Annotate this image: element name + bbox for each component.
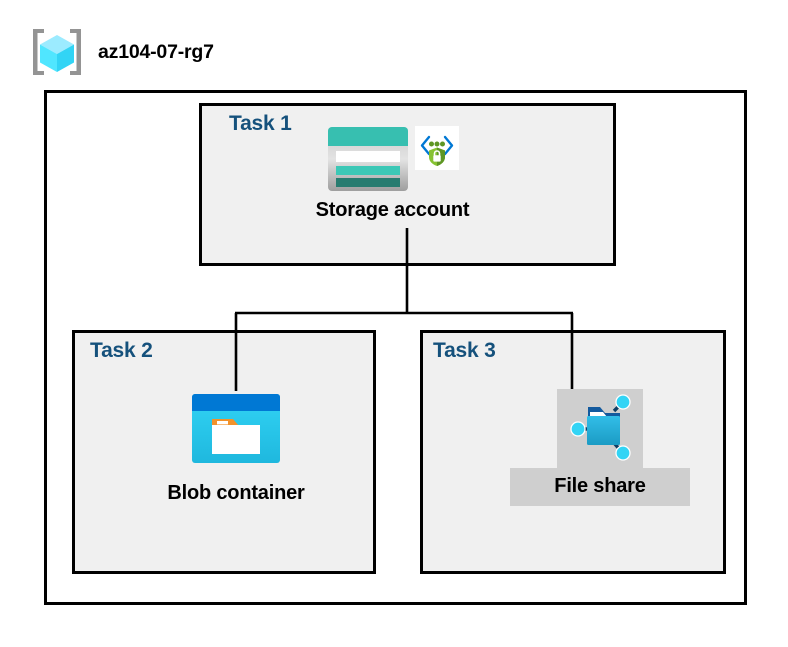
secure-code-shield-icon <box>414 126 459 170</box>
blob-container-node[interactable]: Blob container <box>150 392 322 505</box>
file-share-node[interactable]: File share <box>510 389 690 506</box>
resource-group-name: az104-07-rg7 <box>98 40 214 63</box>
storage-account-node[interactable]: Storage account <box>290 126 495 222</box>
blob-container-icon <box>192 394 280 463</box>
file-share-caption-highlight: File share <box>510 468 690 506</box>
file-share-caption: File share <box>554 475 646 497</box>
storage-account-icon-group <box>327 126 459 192</box>
storage-account-caption: Storage account <box>315 199 470 221</box>
task-1-label: Task 1 <box>229 112 292 135</box>
resource-group-icon <box>33 29 81 75</box>
resource-group-header: az104-07-rg7 <box>30 26 214 78</box>
task-3-label: Task 3 <box>433 339 496 362</box>
blob-container-caption: Blob container <box>167 482 305 504</box>
task-2-label: Task 2 <box>90 339 153 362</box>
storage-account-icon <box>327 127 408 191</box>
file-share-icon-highlight <box>557 389 643 469</box>
file-share-icon <box>570 394 631 461</box>
